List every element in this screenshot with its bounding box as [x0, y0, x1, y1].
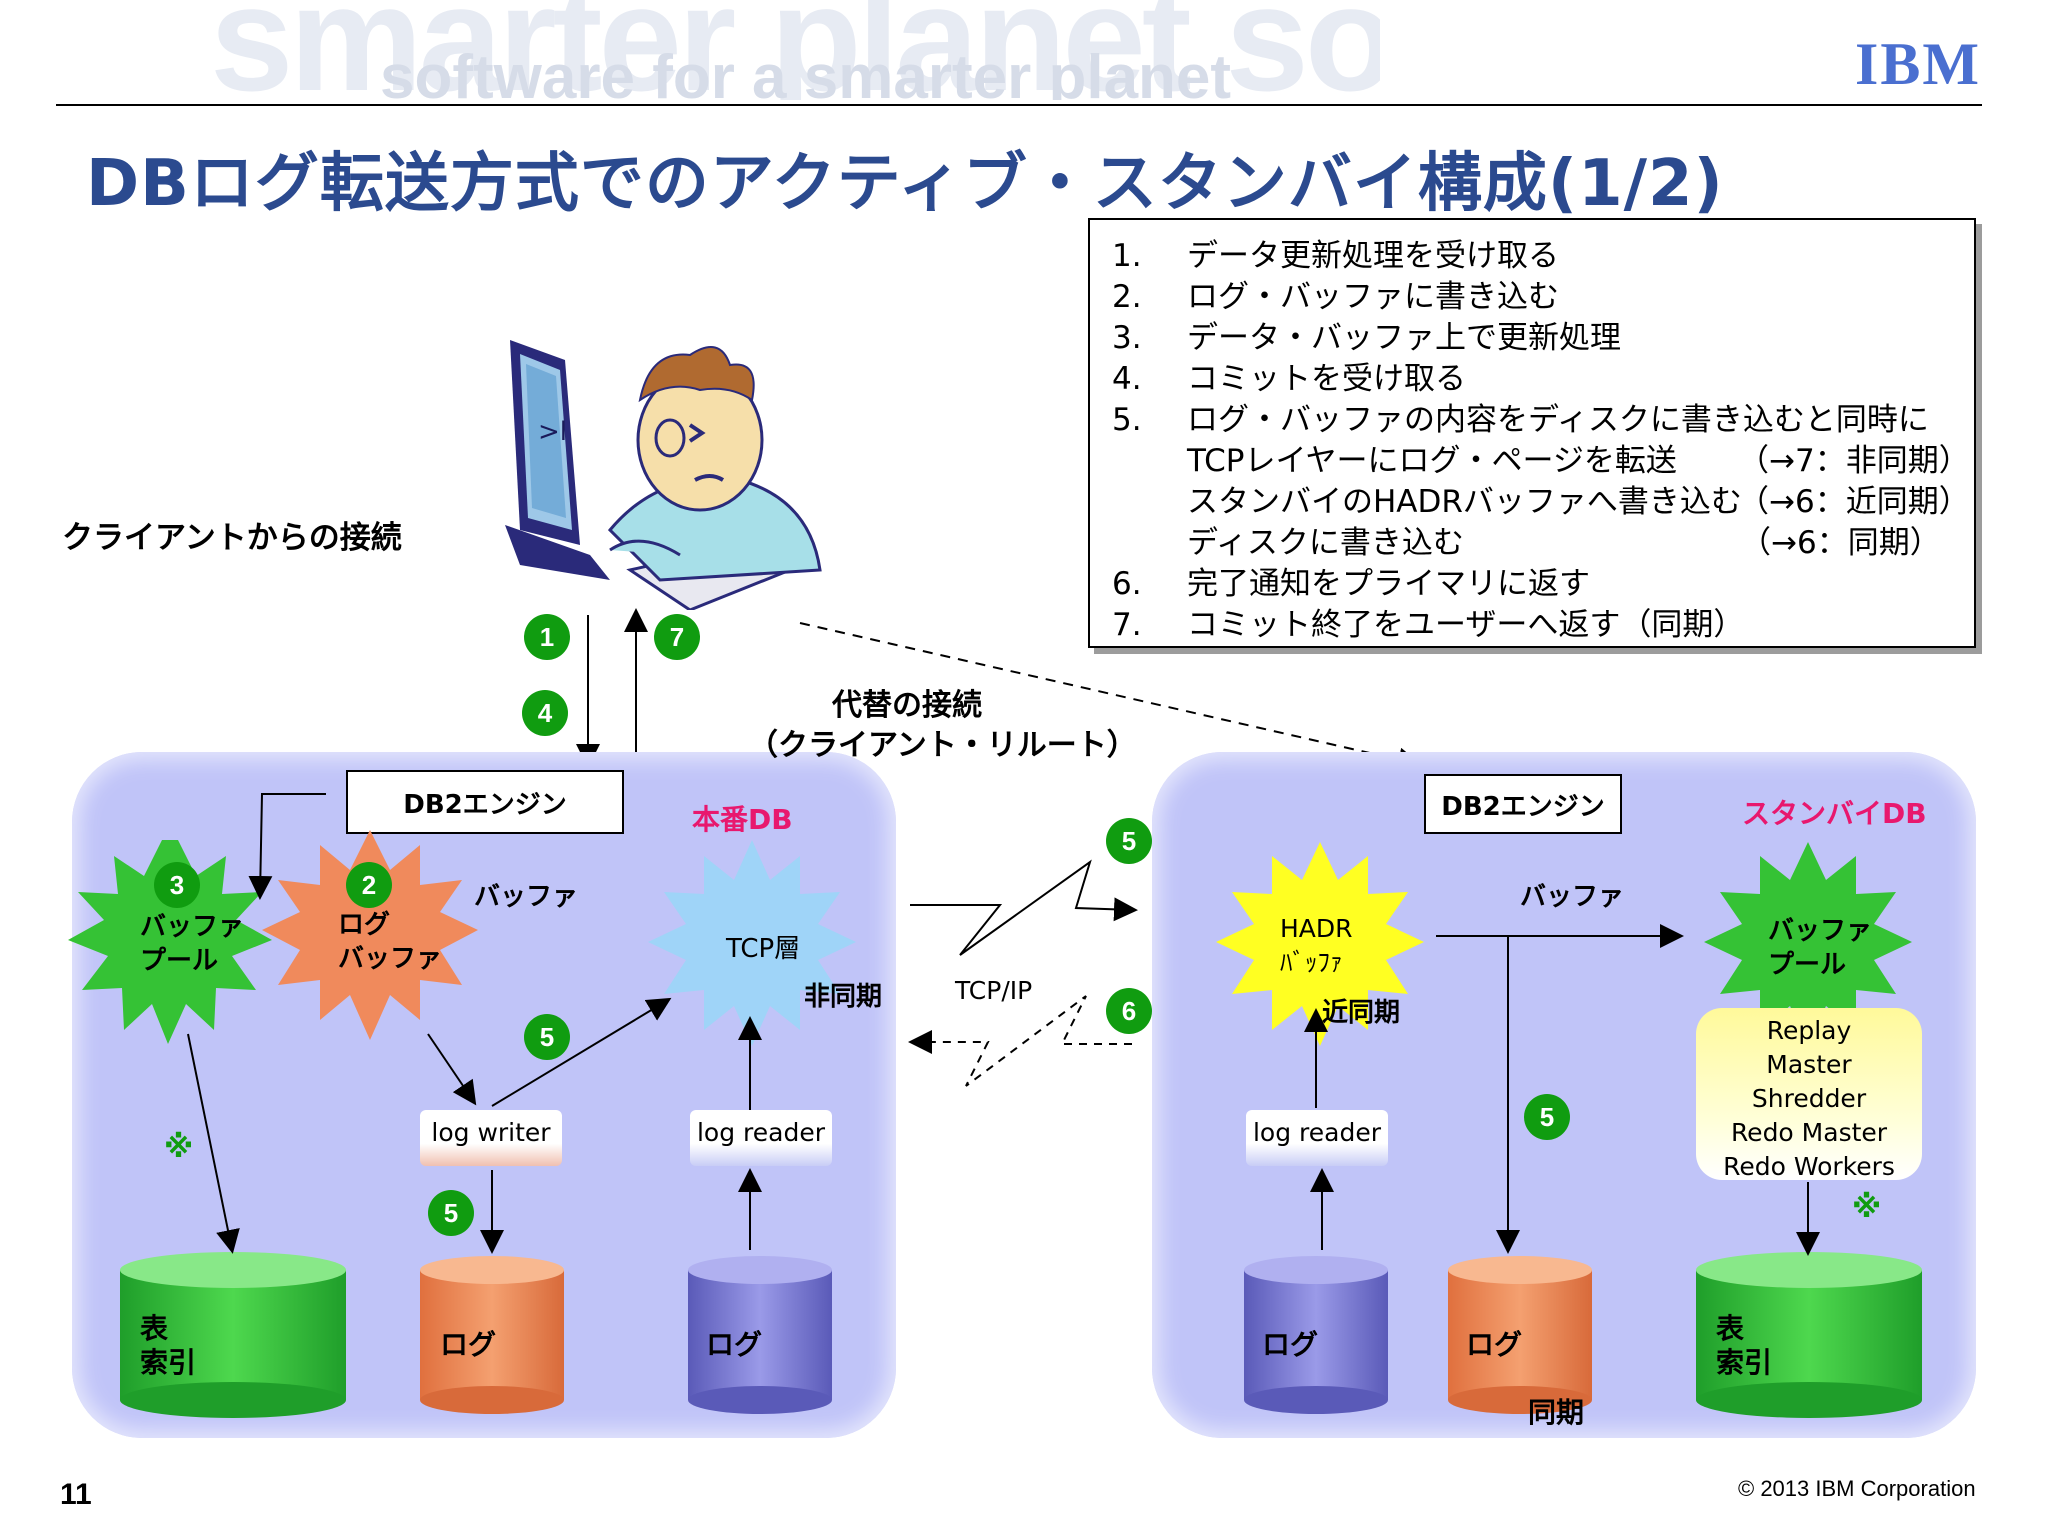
replay-process-box: Replay Master Shredder Redo Master Redo …	[1696, 1008, 1922, 1181]
primary-buffer-pool-label: バッファ プール	[140, 912, 245, 976]
step-item: 7.コミット終了をユーザーへ返す（同期）	[1112, 607, 1745, 643]
page-title: DBログ転送方式でのアクティブ・スタンバイ構成(1/2)	[86, 147, 1724, 221]
replay-line: Replay	[1766, 1016, 1852, 1045]
step-badge: 2	[346, 862, 392, 908]
step-badge: 7	[654, 614, 700, 660]
standby-log2-cylinder	[1448, 1256, 1592, 1414]
copyright: © 2013 IBM Corporation	[1738, 1476, 1976, 1501]
step-badge: 4	[522, 690, 568, 736]
step5-detail-mode: （→6：近同期）	[1738, 484, 1970, 520]
near-sync-label: 近同期	[1322, 998, 1401, 1028]
step5-detail: ディスクに書き込む	[1187, 525, 1464, 561]
step-badge: 6	[1106, 988, 1152, 1034]
step-item: 3.データ・バッファ上で更新処理	[1112, 320, 1621, 356]
primary-log-buffer-burst	[262, 830, 478, 1040]
tcpip-label: TCP/IP	[955, 976, 1033, 1005]
primary-buffer-label: バッファ	[474, 882, 579, 912]
primary-log-cylinder	[420, 1256, 564, 1414]
replay-line: Redo Workers	[1723, 1152, 1895, 1181]
computer-user-icon: >l	[505, 340, 822, 610]
replay-line: Redo Master	[1730, 1118, 1888, 1147]
watermark-line-2: software for a smarter planet	[380, 43, 1232, 100]
standby-buffer-label: バッファ	[1520, 882, 1625, 912]
primary-log2-label: ログ	[706, 1328, 763, 1361]
replay-line: Shredder	[1751, 1084, 1867, 1113]
step5-detail: TCPレイヤーにログ・ページを転送	[1187, 443, 1677, 479]
standby-table-index-label: 表 索引	[1716, 1312, 1773, 1379]
async-label: 非同期	[804, 982, 883, 1012]
step5-detail-mode: （→6：同期）	[1740, 525, 1941, 561]
primary-tcp-label: TCP層	[726, 934, 801, 964]
client-connection-label: クライアントからの接続	[62, 520, 402, 556]
step-badge: 5	[1106, 818, 1152, 864]
standby-db2-engine: DB2エンジン	[1424, 774, 1622, 834]
primary-note-mark: ※	[164, 1130, 194, 1165]
standby-hadr-buffer-label: HADR ﾊﾞｯﾌｧ	[1280, 914, 1353, 977]
primary-tcp-burst	[648, 840, 856, 1046]
step-item: 6.完了通知をプライマリに返す	[1112, 566, 1590, 602]
step-badge: 5	[1524, 1094, 1570, 1140]
header-watermark: smarter planet software software for a s…	[60, 0, 1380, 100]
page-number: 11	[60, 1478, 92, 1511]
primary-log-buffer-label: ログ バッファ	[338, 910, 443, 974]
standby-log-cylinder	[1244, 1256, 1388, 1414]
header-rule	[56, 104, 1982, 106]
primary-table-index-cylinder	[120, 1252, 346, 1418]
step-item: 4.コミットを受け取る	[1112, 361, 1466, 397]
primary-log2-cylinder	[688, 1256, 832, 1414]
log-writer-box: log writer	[420, 1110, 562, 1166]
step-badge: 3	[154, 862, 200, 908]
standby-db-label: スタンバイDB	[1742, 797, 1927, 830]
primary-buffer-pool-burst	[68, 840, 272, 1044]
step-badge: 1	[524, 614, 570, 660]
watermark-line-1: smarter planet software	[210, 0, 1380, 100]
standby-log-label: ログ	[1262, 1328, 1319, 1361]
step-badge: 5	[428, 1190, 474, 1236]
primary-log-reader-box: log reader	[690, 1110, 832, 1166]
standby-buffer-pool-burst	[1704, 842, 1912, 1046]
standby-note-mark: ※	[1852, 1190, 1882, 1225]
primary-table-index-label: 表 索引	[140, 1312, 197, 1379]
step-item: 2.ログ・バッファに書き込む	[1112, 279, 1559, 315]
ibm-logo: IBM	[1855, 31, 1981, 97]
step-badge: 5	[524, 1014, 570, 1060]
standby-buffer-pool-label: バッファ プール	[1768, 916, 1873, 980]
steps-list-box: 1.データ更新処理を受け取る 2.ログ・バッファに書き込む 3.データ・バッファ…	[1088, 218, 1976, 648]
primary-db-label: 本番DB	[692, 803, 793, 836]
replay-line: Master	[1766, 1050, 1852, 1079]
step-item: 5.ログ・バッファの内容をディスクに書き込むと同時に	[1112, 402, 1929, 438]
standby-log-reader-box: log reader	[1246, 1110, 1388, 1166]
standby-log2-label: ログ	[1466, 1328, 1523, 1361]
primary-db2-engine: DB2エンジン	[346, 770, 624, 834]
svg-text:>l: >l	[538, 417, 567, 447]
alt-connection-title: 代替の接続	[832, 688, 982, 723]
alt-connection-subtitle: （クライアント・リルート）	[748, 728, 1137, 763]
step-item: 1.データ更新処理を受け取る	[1112, 238, 1559, 274]
step5-detail: スタンバイのHADRバッファへ書き込む	[1187, 484, 1742, 520]
primary-log-label: ログ	[440, 1328, 497, 1361]
step5-detail-mode: （→7：非同期）	[1738, 443, 1970, 479]
standby-hadr-burst	[1216, 842, 1424, 1046]
sync-label: 同期	[1528, 1396, 1585, 1429]
standby-table-index-cylinder	[1696, 1252, 1922, 1418]
